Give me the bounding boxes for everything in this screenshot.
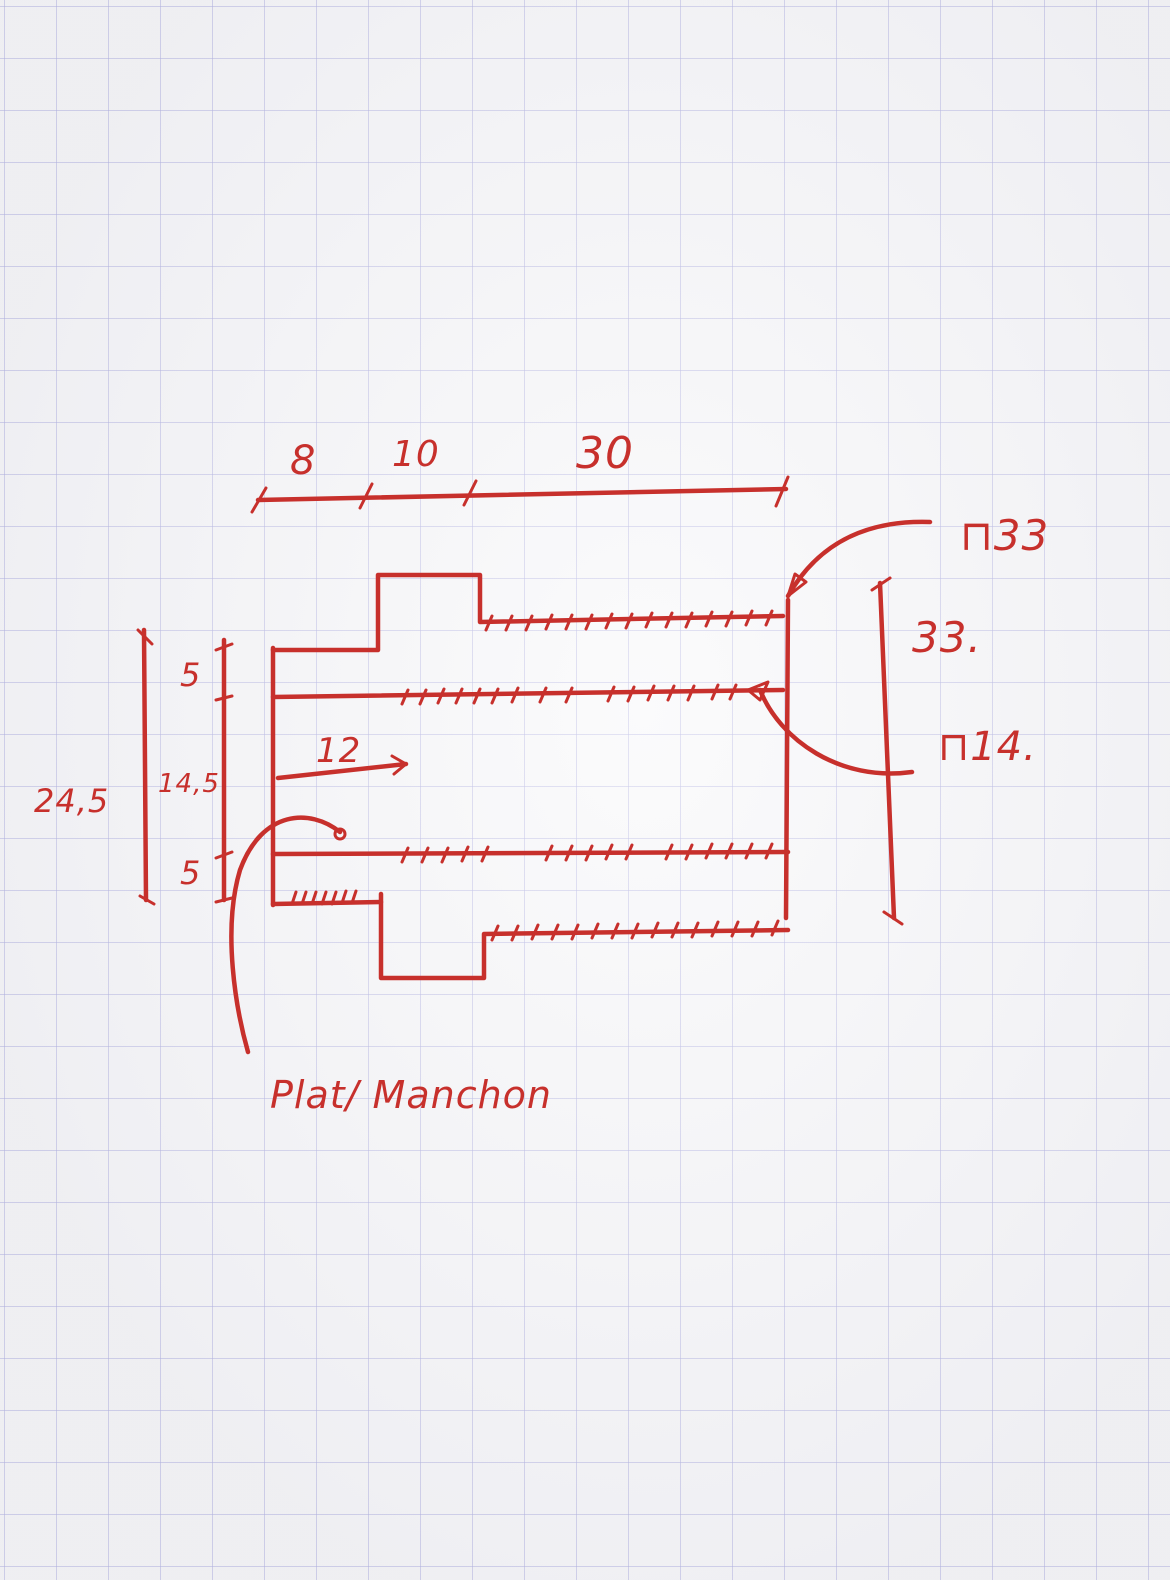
- left-dimension-lines: [136, 627, 234, 906]
- dim-top-1-label: 8: [290, 438, 316, 484]
- inner-thread-callout: ⊓14.: [938, 724, 1037, 770]
- outer-thread-leader: [785, 519, 933, 599]
- thread-hatching: [290, 609, 780, 942]
- top-dimension-line: [250, 475, 790, 514]
- dim-top-3-label: 30: [576, 428, 634, 479]
- right-dimension-line: [870, 576, 904, 926]
- bottom-note-leader: [229, 815, 347, 1055]
- dim-top-2-label: 10: [392, 434, 440, 475]
- left-top-5-label: 5: [180, 656, 201, 694]
- outer-thread-callout: ⊓33: [960, 511, 1049, 560]
- left-bottom-5-label: 5: [180, 854, 201, 892]
- left-total-height-label: 24,5: [34, 782, 109, 820]
- inner-length-label: 12: [316, 731, 361, 771]
- left-mid-label: 14,5: [158, 769, 220, 799]
- inner-dimension-arrow: [275, 754, 409, 781]
- part-outline: [270, 572, 791, 981]
- right-height-label: 33.: [912, 613, 982, 662]
- bottom-note-label: Plat/ Manchon: [270, 1073, 552, 1117]
